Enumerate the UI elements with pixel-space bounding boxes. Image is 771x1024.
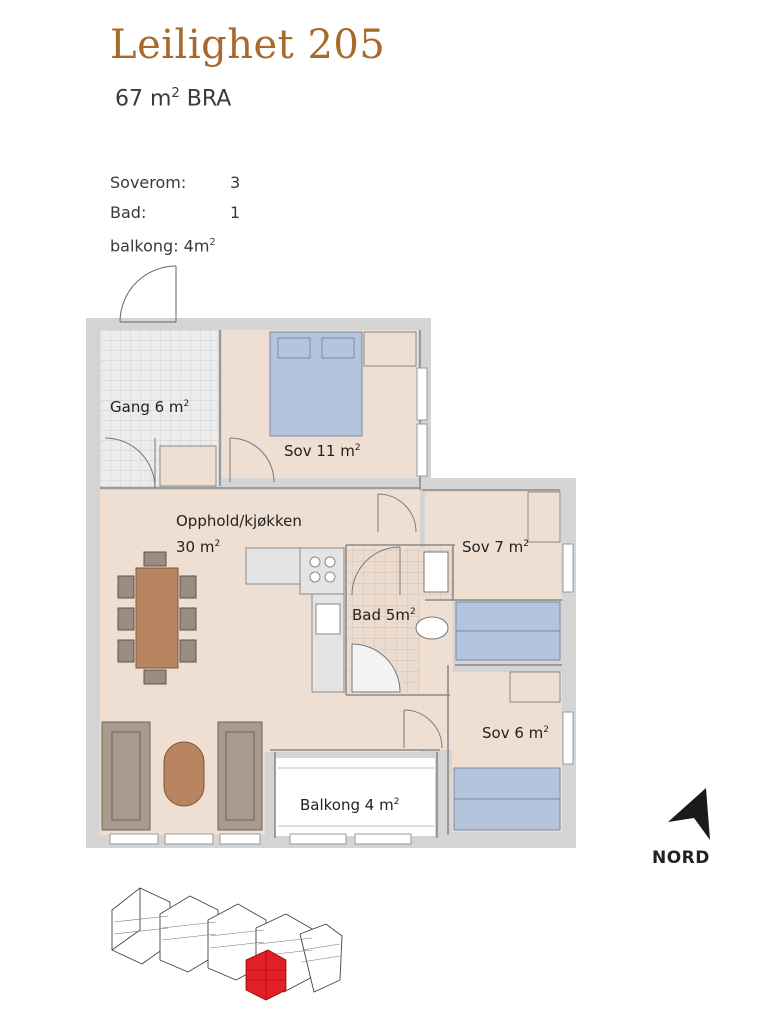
highlighted-unit [245,949,287,1001]
label-opphold-area: 30 m2 [176,538,221,556]
fact-bathrooms: Bad:1 [110,203,241,222]
bathroom-fixtures [351,551,449,693]
room-floors [100,330,562,836]
kitchen-counters [245,547,345,693]
label-gang: Gang 6 m2 [110,398,190,416]
apartment-area: 67 m2 BRA [115,86,232,112]
label-sov6: Sov 6 m2 [482,724,550,742]
balcony-railing [278,767,434,827]
label-balkong: Balkong 4 m2 [300,796,400,814]
windows [109,367,574,845]
beds [269,331,561,831]
dining-set [117,551,197,685]
compass-label: NORD [652,848,710,868]
apartment-facts: Soverom:3 Bad:1 balkong: 4m2 [110,168,240,258]
building-keymap [111,887,343,1001]
interior-walls [100,330,562,838]
fact-bedrooms: Soverom:3 [110,173,241,192]
label-sov11: Sov 11 m2 [284,442,361,460]
door-swings [104,437,443,749]
fact-balcony: balkong: 4m2 [110,236,216,256]
living-set [101,721,263,831]
label-opphold: Opphold/kjøkken [176,512,302,530]
balkong-floor [275,758,435,836]
wardrobes [159,331,561,703]
label-bad: Bad 5m2 [352,606,416,624]
north-arrow-icon [668,788,710,840]
entry-door-icon [119,265,177,323]
label-sov7: Sov 7 m2 [462,538,530,556]
apartment-title: Leilighet 205 [110,22,386,68]
